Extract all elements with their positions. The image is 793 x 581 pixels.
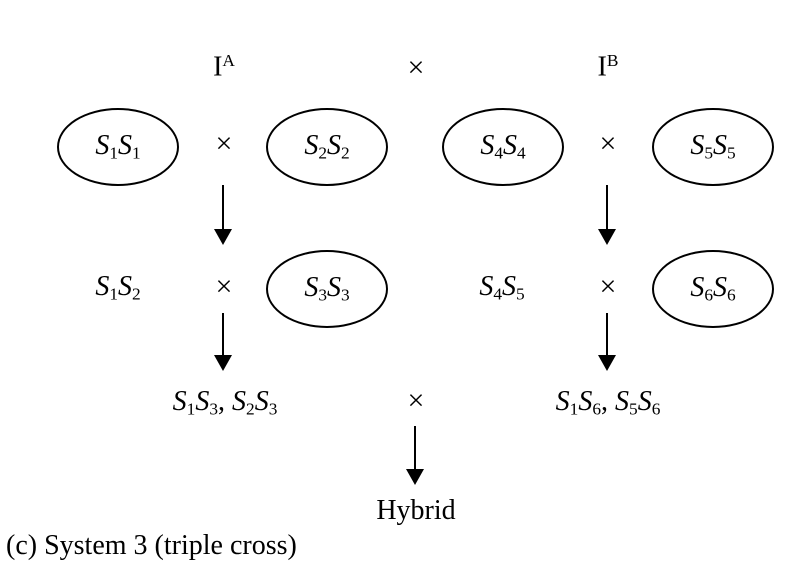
- genotype-label: S6S6: [690, 272, 736, 305]
- arrow-left-1: [214, 185, 232, 245]
- cross-symbol-row3: ×: [407, 384, 425, 417]
- arrow-right-2: [598, 313, 616, 371]
- genotype-label: S2S2: [304, 130, 350, 163]
- inbred-line-oval-6: S6S6: [652, 250, 774, 328]
- arrow-left-2: [214, 313, 232, 371]
- genotype-label: S4S4: [480, 130, 526, 163]
- inbred-line-oval-1: S1S1: [57, 108, 179, 186]
- cross-symbol-row1-left: ×: [215, 127, 233, 160]
- cross-symbol-row1-right: ×: [599, 127, 617, 160]
- arrow-center: [406, 426, 424, 485]
- three-way-cross-left: S1S3, S2S3: [172, 386, 278, 419]
- inbred-line-oval-4: S5S5: [652, 108, 774, 186]
- inbred-line-oval-5: S3S3: [266, 250, 388, 328]
- parent-group-a: IA: [213, 51, 235, 83]
- parent-group-b: IB: [597, 51, 619, 83]
- hybrid-result: Hybrid: [376, 495, 456, 526]
- genotype-label: S3S3: [304, 272, 350, 305]
- figure-caption: (c) System 3 (triple cross): [6, 530, 297, 561]
- single-cross-left: S1S2: [95, 271, 141, 304]
- arrow-right-1: [598, 185, 616, 245]
- genotype-label: S5S5: [690, 130, 736, 163]
- single-cross-right: S4S5: [479, 271, 525, 304]
- cross-symbol-row2-right: ×: [599, 270, 617, 303]
- cross-symbol-top: ×: [407, 51, 425, 84]
- three-way-cross-right: S1S6, S5S6: [555, 386, 661, 419]
- inbred-line-oval-2: S2S2: [266, 108, 388, 186]
- cross-symbol-row2-left: ×: [215, 270, 233, 303]
- inbred-line-oval-3: S4S4: [442, 108, 564, 186]
- genotype-label: S1S1: [95, 130, 141, 163]
